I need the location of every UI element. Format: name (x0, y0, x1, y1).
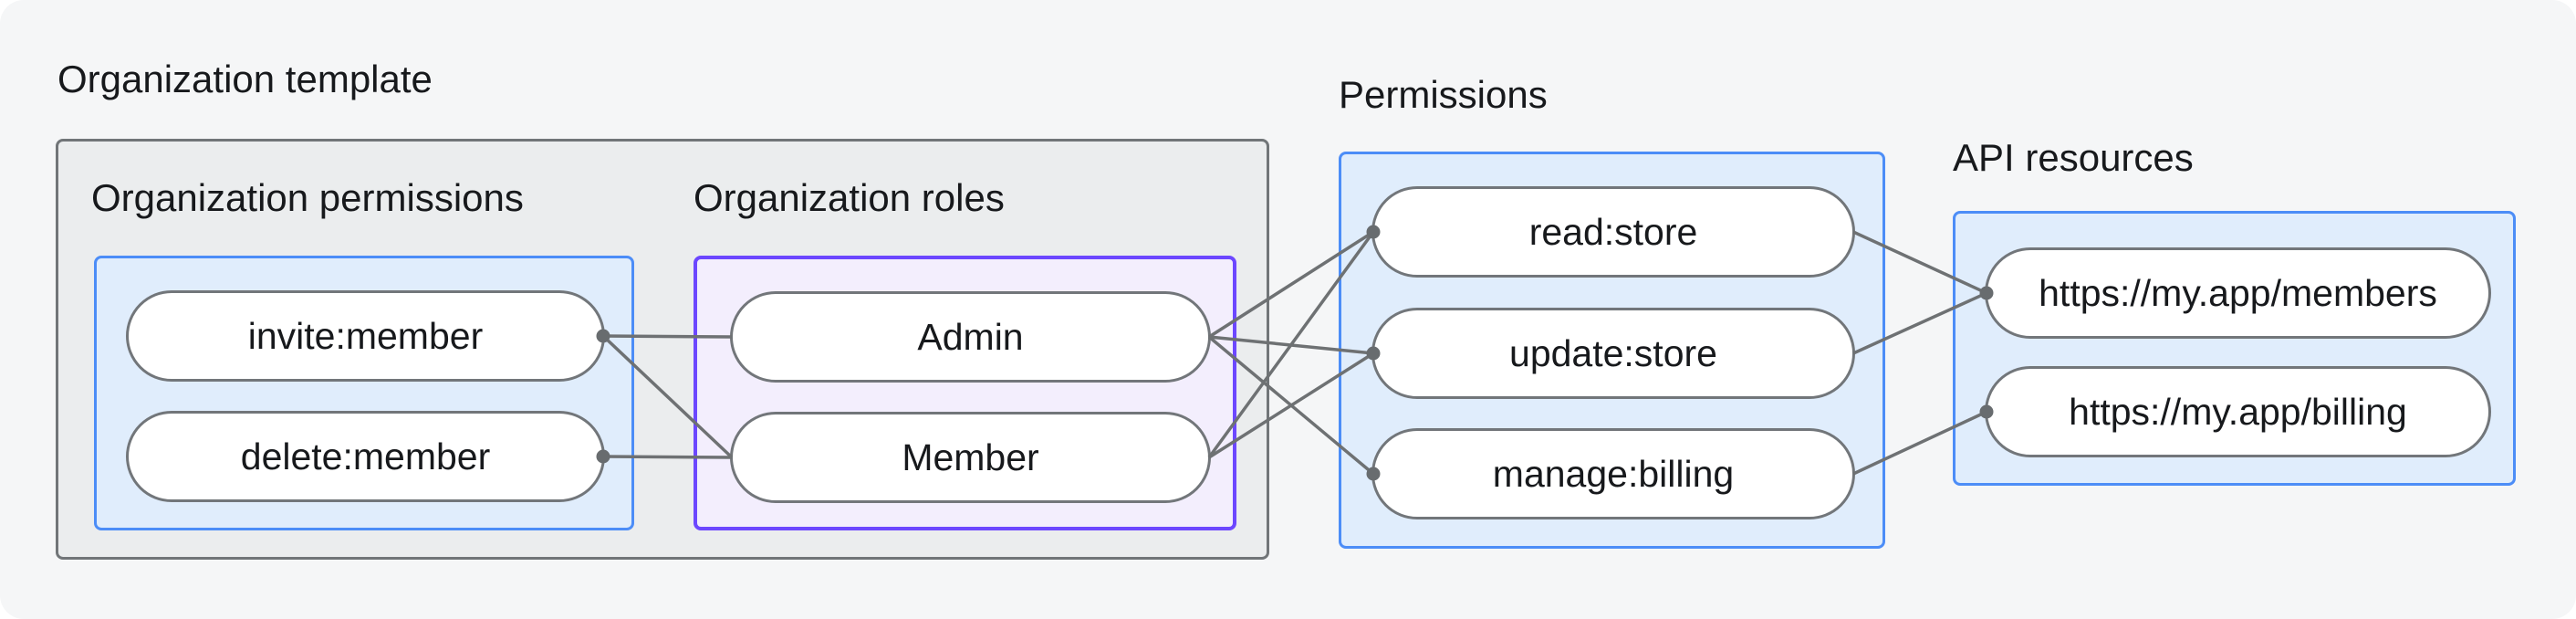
node-delete-member-label: delete:member (240, 435, 491, 477)
org-roles-title: Organization roles (694, 176, 1005, 219)
node-read-store: read:store (1371, 186, 1855, 278)
node-update-store: update:store (1371, 308, 1855, 399)
node-members-api: https://my.app/members (1985, 247, 2491, 339)
node-admin: Admin (730, 291, 1211, 383)
node-billing-api-label: https://my.app/billing (2069, 390, 2407, 433)
node-admin-label: Admin (917, 315, 1024, 358)
org-template-title: Organization template (57, 58, 433, 100)
org-roles-box: Admin Member (694, 256, 1236, 530)
api-resources-title: API resources (1953, 136, 2194, 179)
node-delete-member: delete:member (126, 411, 605, 502)
node-member: Member (730, 412, 1211, 503)
node-members-api-label: https://my.app/members (2039, 271, 2437, 314)
node-billing-api: https://my.app/billing (1985, 366, 2491, 457)
org-permissions-box: invite:member delete:member (94, 256, 634, 530)
node-invite-member: invite:member (126, 290, 605, 382)
node-manage-billing: manage:billing (1371, 428, 1855, 519)
permissions-title: Permissions (1339, 73, 1548, 116)
org-template-box: Organization permissions Organization ro… (56, 139, 1269, 560)
node-invite-member-label: invite:member (247, 314, 484, 357)
api-resources-box: https://my.app/members https://my.app/bi… (1953, 211, 2516, 486)
permissions-box: read:store update:store manage:billing (1339, 152, 1885, 549)
node-update-store-label: update:store (1509, 331, 1717, 374)
org-permissions-title: Organization permissions (91, 176, 524, 219)
node-member-label: Member (902, 435, 1039, 478)
node-manage-billing-label: manage:billing (1492, 452, 1735, 495)
node-read-store-label: read:store (1528, 210, 1698, 253)
